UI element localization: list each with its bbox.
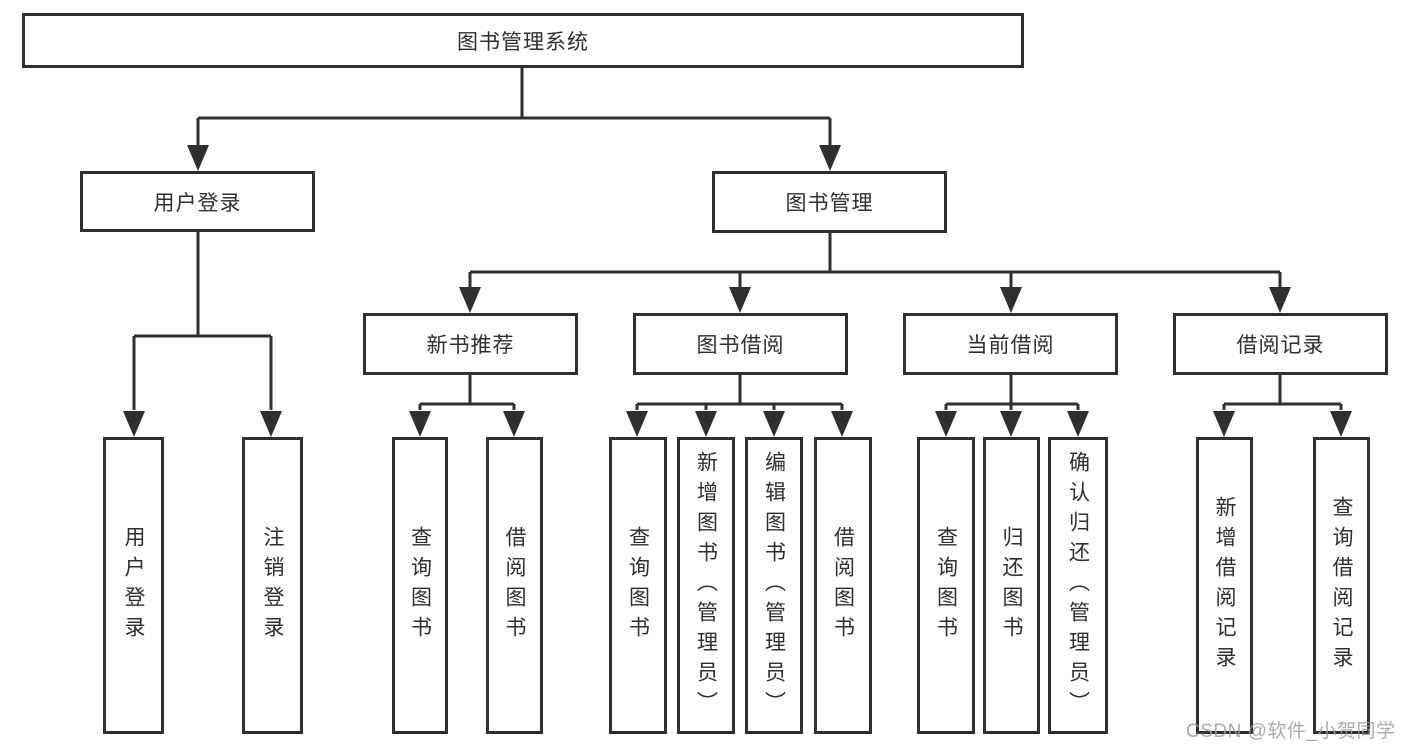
node-book-borrow: 图书借阅 [633, 313, 848, 375]
leaf-confirm-return-admin: 确认归还（管理员） [1048, 437, 1108, 734]
arrowhead [1067, 411, 1089, 437]
node-current-borrow: 当前借阅 [903, 313, 1118, 375]
arrowhead [503, 411, 525, 437]
leaf-recommend-borrow-books: 借阅图书 [486, 437, 543, 734]
leaf-label: 查询借阅记录 [1330, 495, 1353, 676]
node-book-management-branch: 图书管理 [712, 171, 947, 233]
leaf-label: 借阅图书 [831, 525, 855, 646]
leaf-add-borrow-record: 新增借阅记录 [1196, 437, 1253, 734]
arrowhead [626, 411, 648, 437]
leaf-label: 归还图书 [1000, 525, 1023, 646]
tree-edges [132, 68, 1343, 410]
leaf-label: 确认归还（管理员） [1066, 450, 1090, 721]
arrowhead [123, 411, 145, 437]
arrowhead [260, 411, 282, 437]
leaf-recommend-query-books: 查询图书 [392, 437, 448, 734]
leaf-add-books-admin: 新增图书（管理员） [677, 437, 735, 734]
leaf-label: 注销登录 [261, 525, 284, 646]
leaf-edit-books-admin: 编辑图书（管理员） [745, 437, 803, 734]
node-user-login-branch: 用户登录 [80, 171, 315, 232]
leaf-logout: 注销登录 [242, 437, 303, 734]
leaf-borrow-query-books: 查询图书 [609, 437, 667, 734]
leaf-label: 编辑图书（管理员） [762, 450, 786, 721]
node-borrow-records: 借阅记录 [1173, 313, 1388, 375]
arrowhead [1330, 411, 1352, 437]
arrowheads [123, 145, 1352, 437]
leaf-label: 查询图书 [934, 525, 958, 646]
arrowhead [831, 411, 853, 437]
arrowhead [819, 145, 841, 171]
arrowhead [695, 411, 717, 437]
leaf-label: 新增借阅记录 [1213, 495, 1236, 676]
arrowhead [763, 411, 785, 437]
arrowhead [1213, 411, 1235, 437]
node-root-system: 图书管理系统 [22, 13, 1024, 68]
node-new-book-recommend: 新书推荐 [363, 313, 578, 375]
arrowhead [1000, 287, 1022, 313]
arrowhead [1269, 287, 1291, 313]
leaf-borrow-books: 借阅图书 [814, 437, 872, 734]
arrowhead [1000, 411, 1022, 437]
leaf-label: 新增图书（管理员） [694, 450, 718, 721]
leaf-return-books: 归还图书 [983, 437, 1040, 734]
csdn-watermark: CSDN @软件_小贺同学 [1186, 721, 1396, 742]
arrowhead [729, 287, 751, 313]
arrowhead [935, 411, 957, 437]
arrowhead [459, 287, 481, 313]
leaf-query-borrow-record: 查询借阅记录 [1313, 437, 1370, 734]
arrowhead [187, 145, 209, 171]
leaf-user-login: 用户登录 [103, 437, 164, 734]
leaf-current-query-books: 查询图书 [917, 437, 975, 734]
leaf-label: 查询图书 [408, 525, 432, 646]
leaf-label: 借阅图书 [503, 525, 526, 646]
arrowhead [409, 411, 431, 437]
leaf-label: 用户登录 [122, 525, 145, 646]
leaf-label: 查询图书 [626, 525, 650, 646]
